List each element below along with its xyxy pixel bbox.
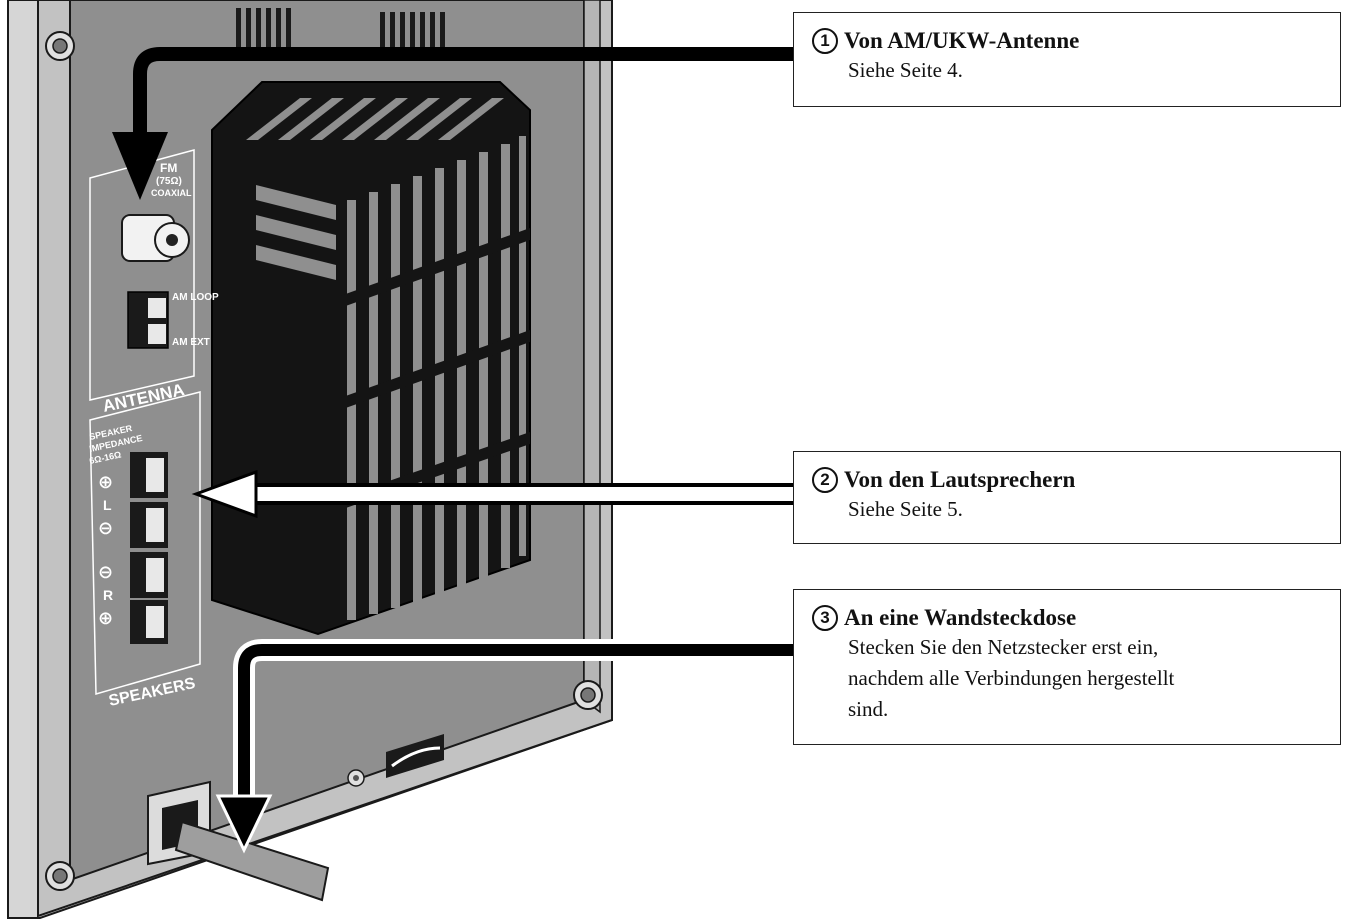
- callout-title-antenna: Von AM/UKW-Antenne: [844, 28, 1080, 53]
- arrow-speakers: [191, 469, 793, 519]
- left-minus-symbol: ⊖: [98, 518, 113, 538]
- screw-bottom-left: [45, 861, 75, 891]
- screw-top-left: [45, 31, 75, 61]
- fm-label: FM: [160, 161, 177, 175]
- heatsink: [211, 81, 531, 636]
- callout-number-2: 2: [812, 467, 838, 493]
- arrow-power: [215, 639, 793, 854]
- callout-text-wall-outlet-line-3: sind.: [848, 697, 889, 721]
- callout-number-3: 3: [812, 605, 838, 631]
- card-slot: [386, 734, 444, 778]
- am-ext-label: AM EXT: [172, 337, 210, 348]
- speaker-terminal-r-minus: [130, 552, 168, 598]
- callout-text-wall-outlet-line-2: nachdem alle Verbindungen hergestellt: [848, 666, 1175, 690]
- left-plus-symbol: ⊕: [98, 472, 113, 492]
- left-letter: L: [103, 497, 112, 513]
- screw-small-bottom: [347, 769, 365, 787]
- callout-text-speakers: Siehe Seite 5.: [848, 497, 963, 521]
- speaker-terminal-l-minus: [130, 502, 168, 548]
- screw-bottom-right: [573, 680, 603, 710]
- callout-title-speakers: Von den Lautsprechern: [844, 467, 1076, 492]
- am-loop-terminal: [127, 291, 169, 349]
- callout-wall-outlet: 3 An eine Wandsteckdose Stecken Sie den …: [793, 589, 1341, 745]
- callout-text-antenna: Siehe Seite 4.: [848, 58, 963, 82]
- fm-coaxial-jack: [121, 214, 190, 262]
- callout-speakers: 2 Von den Lautsprechern Siehe Seite 5.: [793, 451, 1341, 544]
- fm-coaxial-label: COAXIAL: [151, 188, 192, 198]
- callout-number-1: 1: [812, 28, 838, 54]
- power-cord: [174, 820, 330, 902]
- right-letter: R: [103, 587, 113, 603]
- right-plus-symbol: ⊕: [98, 608, 113, 628]
- speaker-terminal-r-plus: [130, 600, 168, 644]
- arrow-antenna: [112, 47, 793, 200]
- callout-title-wall-outlet: An eine Wandsteckdose: [844, 605, 1077, 630]
- am-loop-label: AM LOOP: [172, 292, 219, 303]
- callout-antenna: 1 Von AM/UKW-Antenne Siehe Seite 4.: [793, 12, 1341, 107]
- top-vents: [236, 8, 445, 50]
- fm-impedance-label: (75Ω): [156, 176, 182, 187]
- right-minus-symbol: ⊖: [98, 562, 113, 582]
- speaker-terminal-l-plus: [130, 452, 168, 498]
- callout-text-wall-outlet-line-1: Stecken Sie den Netzstecker erst ein,: [848, 635, 1159, 659]
